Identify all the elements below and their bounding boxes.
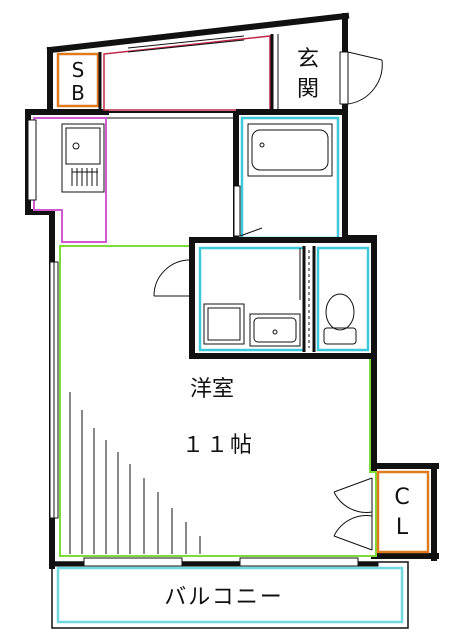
toilet xyxy=(323,293,357,345)
room-shading xyxy=(69,392,201,554)
closet-label-2: L xyxy=(396,515,409,540)
balcony xyxy=(51,561,409,629)
wash-basin xyxy=(249,313,301,347)
bath-door[interactable] xyxy=(233,185,263,237)
hall-walls xyxy=(106,109,346,119)
entrance-label-2: 関 xyxy=(297,77,319,102)
entrance-label-1: 玄 xyxy=(297,47,319,72)
entry-corridor xyxy=(103,34,279,112)
closet-door[interactable] xyxy=(333,477,373,551)
storage-label-2: B xyxy=(71,81,85,105)
kitchen-sink xyxy=(61,123,105,193)
bathtub xyxy=(247,123,333,177)
storage-sb: S B xyxy=(56,52,119,110)
western-room: 洋室 １１帖 xyxy=(49,245,377,567)
balcony-label: バルコニー xyxy=(164,585,284,610)
kitchen xyxy=(27,117,107,243)
room-size: １１帖 xyxy=(182,433,254,458)
washroom-toilet xyxy=(189,237,377,359)
bathroom xyxy=(192,112,376,243)
entrance: 玄 関 xyxy=(297,47,383,105)
closet-label-1: C xyxy=(394,485,409,510)
balcony-windows xyxy=(83,557,359,567)
front-door[interactable] xyxy=(339,51,383,105)
washing-machine xyxy=(203,303,245,345)
storage-label-1: S xyxy=(72,58,85,82)
closet-cl: C L xyxy=(333,470,430,554)
room-name: 洋室 xyxy=(190,377,234,402)
